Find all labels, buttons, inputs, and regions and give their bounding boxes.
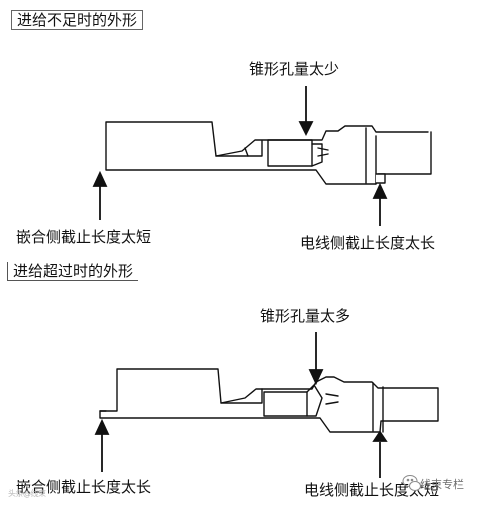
arrow-up-icon	[94, 418, 110, 435]
arrow-down-icon	[372, 430, 388, 442]
label-mating-side-too-long: 嵌合侧截止长度太长	[16, 478, 152, 496]
label-taper-hole-too-small: 锥形孔量太少	[249, 60, 340, 78]
arrow-up-icon	[372, 182, 388, 199]
arrow-down-icon	[308, 369, 324, 386]
watermark-right: 线束专栏	[420, 478, 464, 491]
label-taper-hole-too-large: 锥形孔量太多	[260, 307, 351, 325]
arrow-up-icon	[92, 170, 108, 187]
arrow-down-icon	[298, 121, 314, 137]
label-wire-side-too-long: 电线侧截止长度太长	[300, 234, 436, 252]
watermark-left: 头条@线束	[8, 489, 46, 498]
terminal-shape-insufficient-feed	[105, 121, 432, 185]
terminal-shape-excess-feed	[99, 368, 439, 433]
section-title-excess-feed: 进给超过时的外形	[7, 262, 139, 281]
wechat-logo-icon	[402, 475, 421, 491]
label-mating-side-too-short: 嵌合侧截止长度太短	[16, 228, 152, 246]
section-title-insufficient-feed: 进给不足时的外形	[11, 10, 144, 30]
